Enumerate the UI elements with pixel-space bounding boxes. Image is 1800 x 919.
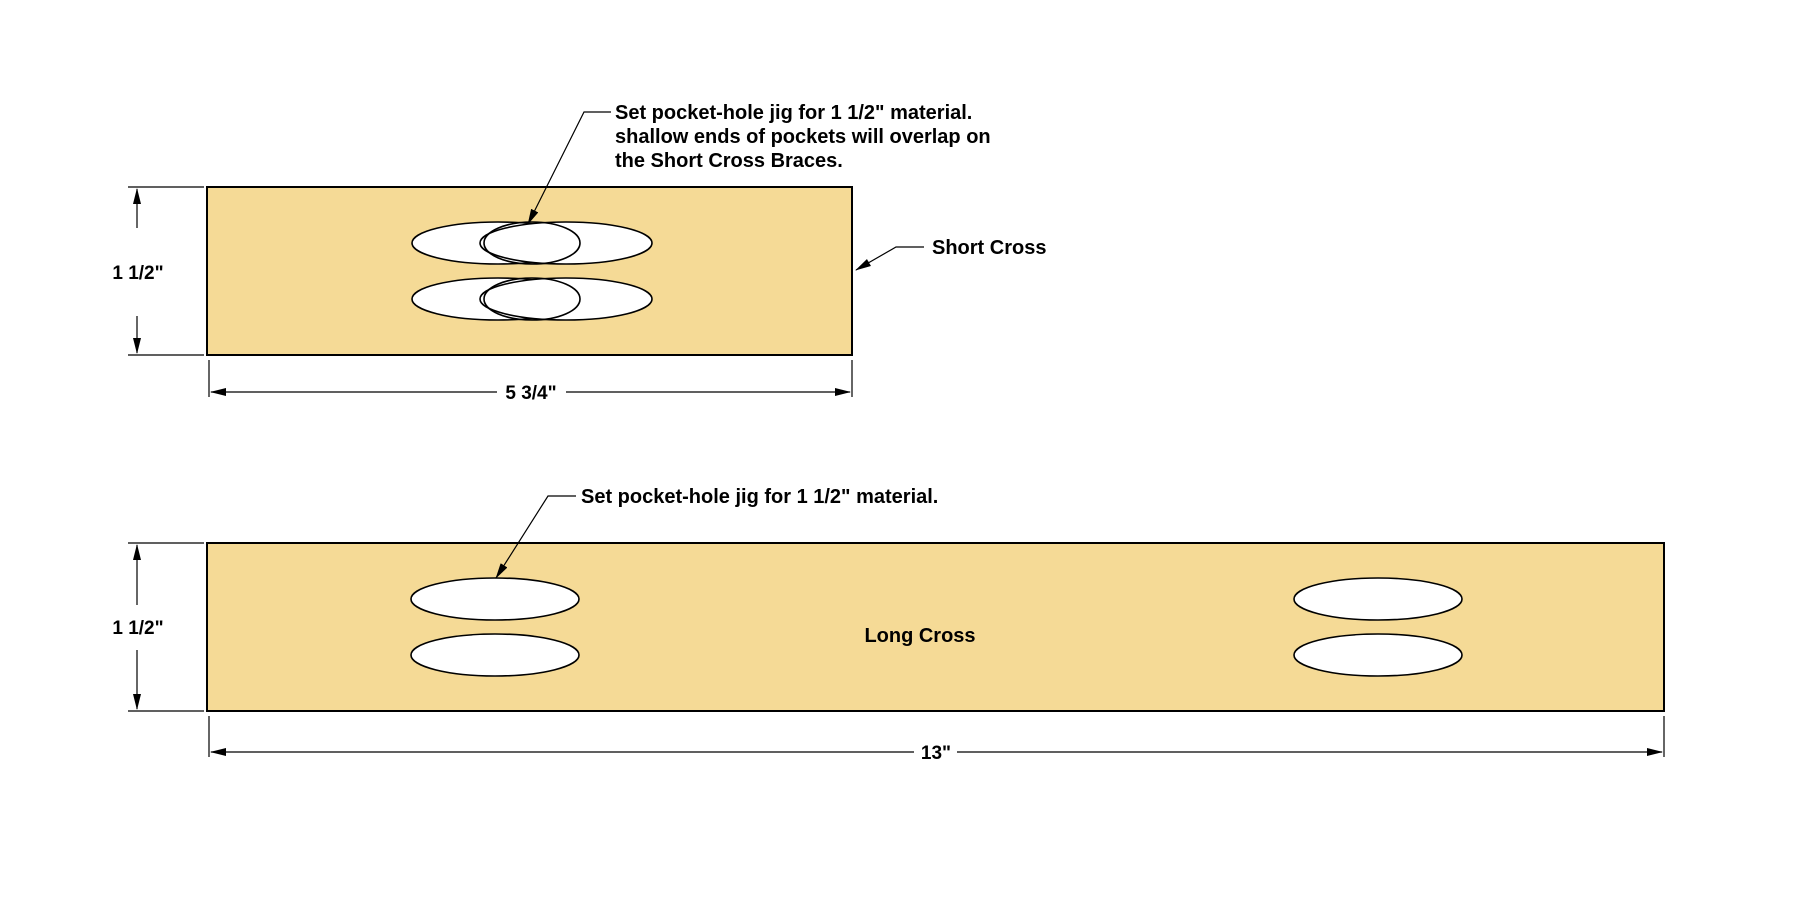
- pocket-hole: [1293, 633, 1463, 677]
- long-cross-height-dimension: 1 1/2": [112, 542, 204, 712]
- short-cross-width-label: 5 3/4": [505, 383, 556, 404]
- pocket-hole: [410, 577, 580, 621]
- short-cross-group: 1 1/2" 5 3/4" Short Cross Set pocket-hol…: [112, 102, 1046, 404]
- short-cross-note-line-1: Set pocket-hole jig for 1 1/2" material.: [615, 102, 972, 124]
- long-cross-width-dimension: 13": [208, 716, 1665, 764]
- short-cross-board: [206, 186, 853, 356]
- pocket-hole: [1293, 577, 1463, 621]
- pocket-hole-overlap: [483, 277, 581, 321]
- long-cross-note: Set pocket-hole jig for 1 1/2" material.: [495, 486, 938, 579]
- long-cross-height-label: 1 1/2": [112, 618, 163, 639]
- short-cross-note-line-2: shallow ends of pockets will overlap on: [615, 126, 991, 148]
- short-cross-width-dimension: 5 3/4": [208, 360, 853, 404]
- long-cross-pockets: [410, 577, 1463, 677]
- long-cross-group: Long Cross 1 1/2" 13" Set pocket-hole ji…: [112, 486, 1665, 764]
- long-cross-width-label: 13": [921, 743, 951, 764]
- short-cross-height-label: 1 1/2": [112, 263, 163, 284]
- short-cross-callout: Short Cross: [855, 237, 1046, 271]
- short-cross-note-line-3: the Short Cross Braces.: [615, 150, 843, 172]
- pocket-hole: [479, 221, 653, 265]
- short-cross-pockets: [411, 221, 653, 321]
- long-cross-note-line-1: Set pocket-hole jig for 1 1/2" material.: [581, 486, 938, 508]
- short-cross-label: Short Cross: [932, 237, 1046, 259]
- pocket-hole: [410, 633, 580, 677]
- long-cross-board: [206, 542, 1665, 712]
- short-cross-note: Set pocket-hole jig for 1 1/2" material.…: [527, 102, 991, 225]
- pocket-hole: [479, 277, 653, 321]
- long-cross-label: Long Cross: [864, 625, 975, 647]
- short-cross-height-dimension: 1 1/2": [112, 186, 204, 356]
